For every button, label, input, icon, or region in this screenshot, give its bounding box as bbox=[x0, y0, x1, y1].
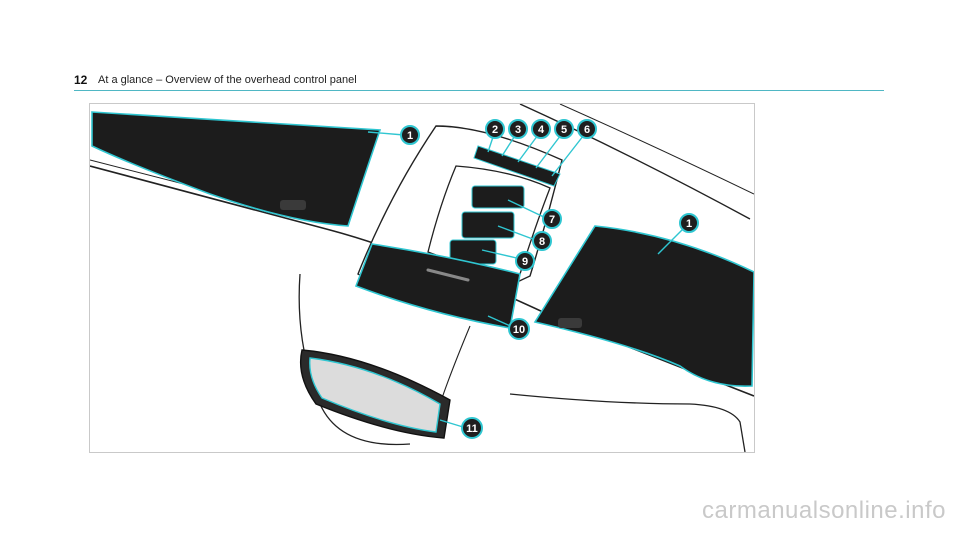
callout-10: 10 bbox=[508, 318, 530, 340]
callout-1-right-visor: 1 bbox=[679, 213, 699, 233]
compartment-handle bbox=[426, 268, 470, 282]
visor-clip-right bbox=[558, 318, 582, 328]
callout-8: 8 bbox=[532, 231, 552, 251]
sun-visor-left bbox=[91, 111, 382, 227]
console-outline bbox=[509, 393, 746, 452]
button-strip bbox=[473, 145, 561, 187]
callout-1-left-visor: 1 bbox=[400, 125, 420, 145]
page-number: 12 bbox=[74, 73, 88, 87]
callout-7: 7 bbox=[542, 209, 562, 229]
mirror-stem-outline bbox=[439, 325, 471, 405]
page-header: 12 At a glance – Overview of the overhea… bbox=[74, 70, 884, 91]
visor-clip-left bbox=[280, 200, 306, 210]
watermark: carmanualsonline.info bbox=[702, 497, 946, 524]
roof-edge bbox=[519, 104, 751, 220]
callout-3: 3 bbox=[508, 119, 528, 139]
page-title: At a glance – Overview of the overhead c… bbox=[98, 74, 357, 86]
callout-6: 6 bbox=[577, 119, 597, 139]
svg-text:5: 5 bbox=[561, 124, 567, 136]
roof-switch bbox=[461, 211, 515, 239]
sun-visor-right bbox=[533, 225, 754, 387]
sos-switch bbox=[471, 185, 525, 209]
rear-view-mirror-glass bbox=[309, 357, 441, 433]
svg-text:1: 1 bbox=[686, 218, 692, 230]
svg-text:6: 6 bbox=[584, 124, 590, 136]
svg-text:11: 11 bbox=[466, 423, 478, 435]
svg-text:9: 9 bbox=[522, 256, 528, 268]
svg-text:1: 1 bbox=[407, 130, 413, 142]
callout-4: 4 bbox=[531, 119, 551, 139]
roof-edge-inner bbox=[559, 104, 754, 195]
svg-text:8: 8 bbox=[539, 236, 545, 248]
callout-2: 2 bbox=[485, 119, 505, 139]
callout-11: 11 bbox=[461, 417, 483, 439]
overhead-panel-illustration: 1 2 3 4 5 6 7 8 9 10 1 1 bbox=[90, 104, 754, 452]
overhead-control-panel-figure: 1 2 3 4 5 6 7 8 9 10 1 1 bbox=[89, 103, 755, 453]
svg-text:3: 3 bbox=[515, 124, 521, 136]
svg-text:10: 10 bbox=[513, 324, 525, 336]
callout-9: 9 bbox=[515, 251, 535, 271]
svg-text:2: 2 bbox=[492, 124, 498, 136]
svg-text:7: 7 bbox=[549, 214, 555, 226]
callout-5: 5 bbox=[554, 119, 574, 139]
svg-text:4: 4 bbox=[538, 124, 545, 136]
